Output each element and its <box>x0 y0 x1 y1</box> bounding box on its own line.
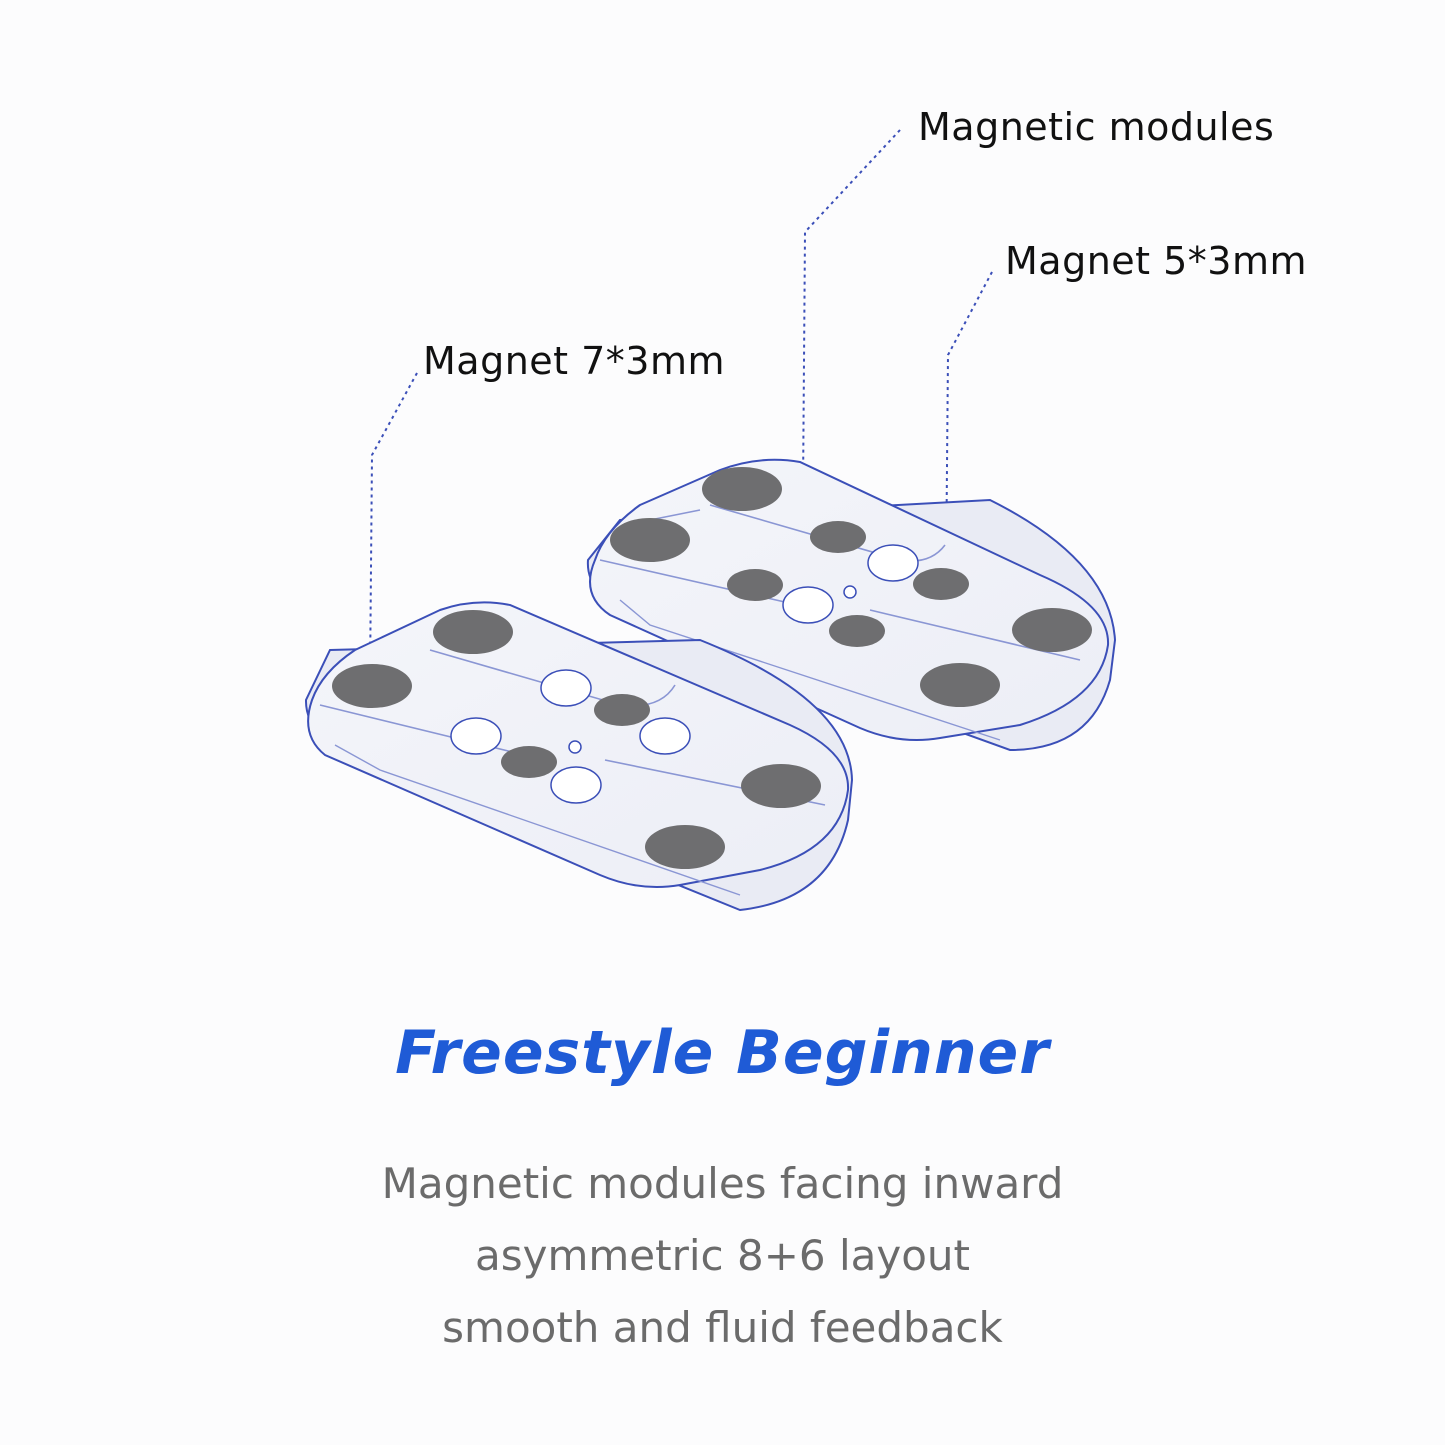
description-line: Magnetic modules facing inward <box>381 1159 1064 1208</box>
magnet-7x3 <box>433 610 513 654</box>
description-line: asymmetric 8+6 layout <box>474 1231 971 1280</box>
description-line: smooth and fluid feedback <box>442 1303 1003 1352</box>
leader-lines <box>369 129 993 681</box>
magnet-7x3 <box>702 467 782 511</box>
magnet-7x3 <box>741 764 821 808</box>
leader-magnet-5x3 <box>945 271 993 579</box>
magnet-7x3 <box>920 663 1000 707</box>
callout-magnet-7x3: Magnet 7*3mm <box>423 339 726 383</box>
product-title: Freestyle Beginner <box>395 1018 1050 1088</box>
leader-magnetic-modules <box>802 129 901 491</box>
magnet-5x3 <box>594 694 650 726</box>
callout-magnet-5x3: Magnet 5*3mm <box>1005 239 1308 283</box>
magnet-7x3 <box>645 825 725 869</box>
product-description: Magnetic modules facing inward asymmetri… <box>0 1148 1445 1364</box>
magnet-7x3 <box>610 518 690 562</box>
magnet-7x3 <box>1012 608 1092 652</box>
left-plate <box>304 601 854 912</box>
magnet-5x3 <box>913 568 969 600</box>
callout-magnetic-modules: Magnetic modules <box>918 105 1275 149</box>
magnet-7x3 <box>332 664 412 708</box>
magnet-5x3 <box>727 569 783 601</box>
right-plate <box>586 458 1117 752</box>
magnet-5x3 <box>501 746 557 778</box>
leader-magnet-7x3 <box>369 372 418 681</box>
magnet-5x3 <box>829 615 885 647</box>
magnet-5x3 <box>810 521 866 553</box>
